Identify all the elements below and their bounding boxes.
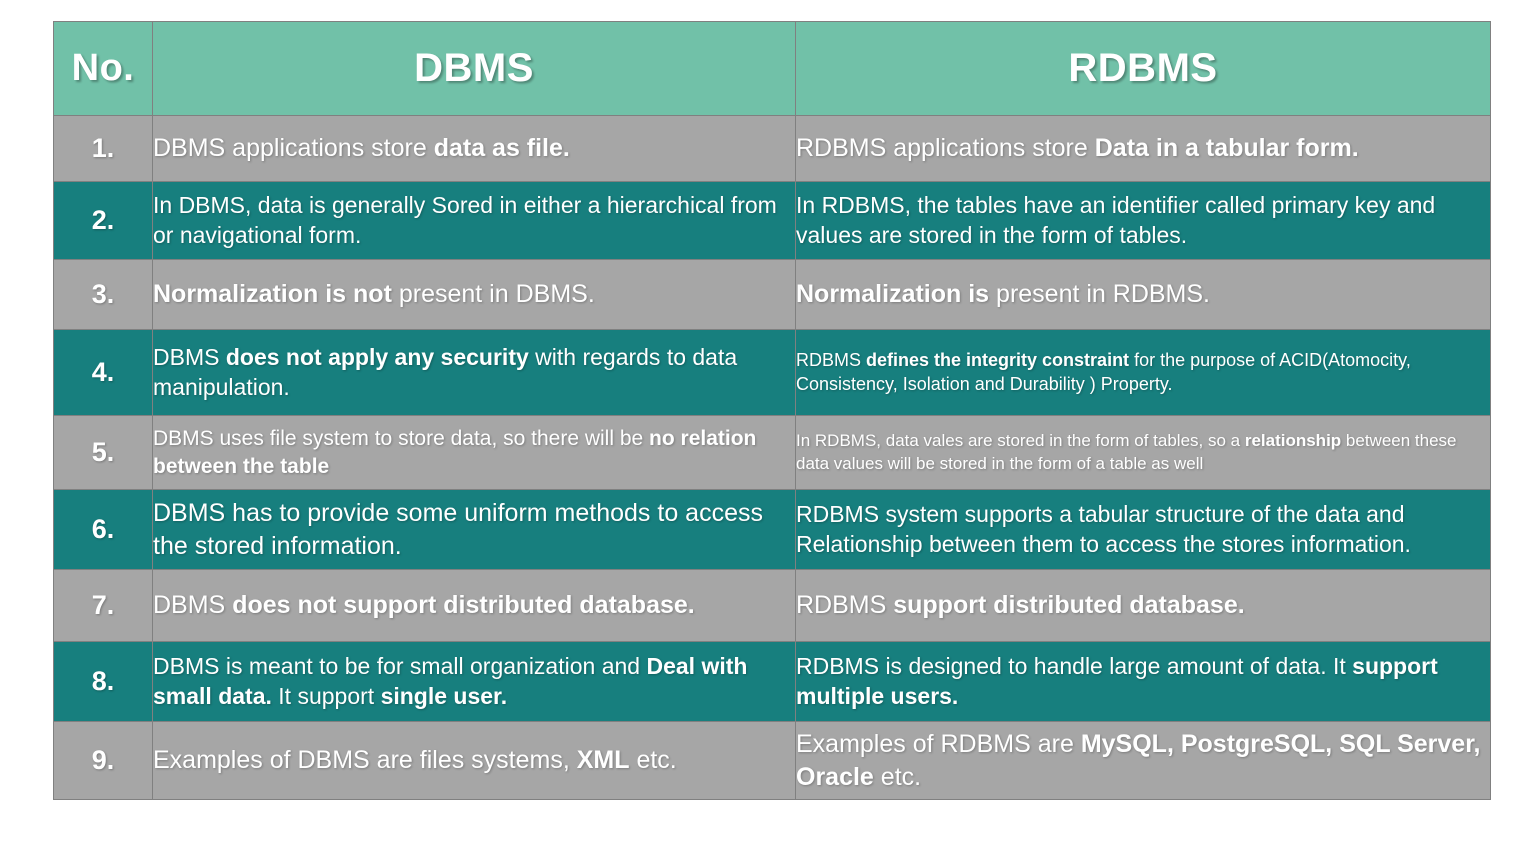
- table-body: 1. DBMS applications store data as file.…: [53, 115, 1491, 800]
- cell-dbms: Examples of DBMS are files systems, XML …: [152, 721, 796, 800]
- cell-text-bold: Deal with small data.: [153, 652, 748, 709]
- column-header-rdbms: RDBMS: [795, 21, 1491, 116]
- cell-text-bold: MySQL, PostgreSQL, SQL Server, Oracle: [796, 730, 1481, 791]
- cell-text-plain: In RDBMS, data vales are stored in the f…: [796, 431, 1245, 451]
- cell-rdbms: RDBMS support distributed database.: [795, 569, 1491, 642]
- row-number: 5.: [53, 415, 153, 490]
- cell-rdbms: RDBMS system supports a tabular structur…: [795, 489, 1491, 570]
- cell-rdbms: Examples of RDBMS are MySQL, PostgreSQL,…: [795, 721, 1491, 800]
- row-number: 1.: [53, 115, 153, 182]
- dbms-rdbms-comparison-table: No. DBMS RDBMS 1. DBMS applications stor…: [53, 21, 1491, 800]
- cell-rdbms: RDBMS is designed to handle large amount…: [795, 641, 1491, 722]
- cell-text-tail: etc.: [629, 746, 677, 775]
- table-row: 6. DBMS has to provide some uniform meth…: [53, 489, 1491, 570]
- cell-dbms: DBMS applications store data as file.: [152, 115, 796, 182]
- cell-text-bold: defines the integrity constraint: [866, 350, 1130, 371]
- table-row: 8. DBMS is meant to be for small organiz…: [53, 641, 1491, 722]
- cell-dbms: DBMS uses file system to store data, so …: [152, 415, 796, 490]
- row-number: 3.: [53, 259, 153, 330]
- cell-text-tail: between these data values will be stored…: [796, 431, 1457, 473]
- cell-dbms: DBMS does not support distributed databa…: [152, 569, 796, 642]
- cell-text-bold: XML: [576, 746, 630, 775]
- column-header-no: No.: [53, 21, 153, 116]
- table-row: 5. DBMS uses file system to store data, …: [53, 415, 1491, 490]
- cell-text-bold: Normalization is not: [153, 280, 392, 309]
- cell-text-plain: RDBMS: [796, 350, 867, 371]
- cell-text-bold-2: single user.: [380, 682, 508, 709]
- cell-text-plain: Examples of DBMS are files systems,: [153, 746, 577, 775]
- header-row: No. DBMS RDBMS: [53, 21, 1491, 116]
- cell-text-plain: DBMS applications store: [153, 134, 434, 163]
- cell-text-plain: DBMS uses file system to store data, so …: [153, 427, 650, 451]
- cell-text-plain: Examples of RDBMS are: [796, 730, 1081, 758]
- cell-text-bold: data as file.: [433, 134, 570, 163]
- row-number: 6.: [53, 489, 153, 570]
- cell-text-bold: relationship: [1244, 431, 1342, 451]
- cell-text-bold: Normalization is: [796, 280, 990, 309]
- cell-rdbms: In RDBMS, data vales are stored in the f…: [795, 415, 1491, 490]
- cell-rdbms: Normalization is present in RDBMS.: [795, 259, 1491, 330]
- cell-dbms: DBMS has to provide some uniform methods…: [152, 489, 796, 570]
- table-row: 7. DBMS does not support distributed dat…: [53, 569, 1491, 642]
- cell-dbms: DBMS is meant to be for small organizati…: [152, 641, 796, 722]
- cell-text-tail: present in RDBMS.: [989, 280, 1211, 309]
- cell-text-tail: etc.: [873, 762, 922, 791]
- cell-text-plain: DBMS: [153, 591, 233, 620]
- cell-text-tail: with regards to data manipulation.: [153, 343, 738, 400]
- cell-text-plain: RDBMS system supports a tabular structur…: [796, 500, 1411, 557]
- cell-rdbms: RDBMS applications store Data in a tabul…: [795, 115, 1491, 182]
- table-row: 4. DBMS does not apply any security with…: [53, 329, 1491, 416]
- table-row: 2. In DBMS, data is generally Sored in e…: [53, 181, 1491, 260]
- cell-dbms: Normalization is not present in DBMS.: [152, 259, 796, 330]
- table-header: No. DBMS RDBMS: [53, 21, 1491, 116]
- cell-text-tail: It support: [271, 682, 381, 709]
- row-number: 8.: [53, 641, 153, 722]
- cell-text-tail: for the purpose of ACID(Atomocity, Consi…: [796, 350, 1411, 394]
- cell-text-bold: no relation between the table: [153, 427, 757, 478]
- cell-text-plain: DBMS is meant to be for small organizati…: [153, 652, 647, 679]
- cell-text-bold: support multiple users.: [796, 652, 1438, 709]
- column-header-dbms: DBMS: [152, 21, 796, 116]
- cell-text-tail: present in DBMS.: [391, 280, 595, 309]
- cell-text-plain: DBMS has to provide some uniform methods…: [153, 499, 763, 560]
- cell-rdbms: In RDBMS, the tables have an identifier …: [795, 181, 1491, 260]
- row-number: 9.: [53, 721, 153, 800]
- cell-text-plain: RDBMS is designed to handle large amount…: [796, 652, 1353, 679]
- row-number: 4.: [53, 329, 153, 416]
- cell-text-bold: does not support distributed database.: [232, 591, 695, 620]
- table-row: 1. DBMS applications store data as file.…: [53, 115, 1491, 182]
- cell-dbms: DBMS does not apply any security with re…: [152, 329, 796, 416]
- cell-text-bold: Data in a tabular form.: [1094, 134, 1359, 163]
- cell-text-bold: support distributed database.: [893, 591, 1245, 620]
- row-number: 7.: [53, 569, 153, 642]
- cell-text-plain: In DBMS, data is generally Sored in eith…: [153, 191, 777, 248]
- cell-text-bold: does not apply any security: [225, 343, 529, 370]
- row-number: 2.: [53, 181, 153, 260]
- cell-dbms: In DBMS, data is generally Sored in eith…: [152, 181, 796, 260]
- cell-text-plain: RDBMS applications store: [796, 134, 1095, 163]
- cell-text-plain: In RDBMS, the tables have an identifier …: [796, 191, 1436, 248]
- table-row: 9. Examples of DBMS are files systems, X…: [53, 721, 1491, 800]
- cell-text-plain: DBMS: [153, 343, 226, 370]
- cell-text-plain: RDBMS: [796, 591, 894, 620]
- table-row: 3. Normalization is not present in DBMS.…: [53, 259, 1491, 330]
- cell-rdbms: RDBMS defines the integrity constraint f…: [795, 329, 1491, 416]
